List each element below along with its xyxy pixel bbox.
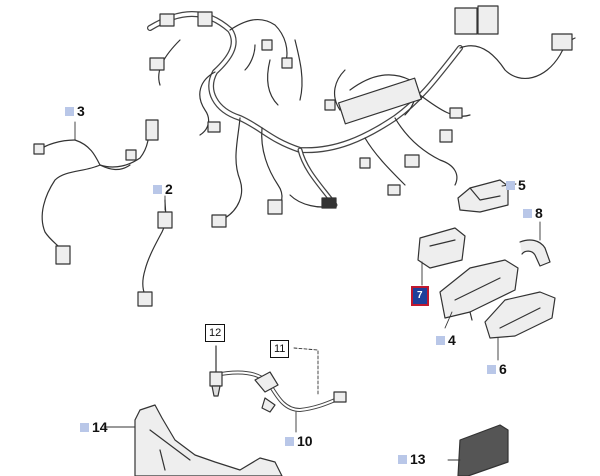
- bracket-part-7: [417, 227, 466, 269]
- callout-number: 6: [499, 361, 507, 377]
- callout-marker: [153, 184, 162, 194]
- bolt-part-12: [209, 345, 223, 397]
- callout-number: 5: [518, 177, 526, 193]
- callout-marker: [80, 422, 89, 432]
- callout-12: 12: [205, 324, 226, 342]
- callout-4: 4: [436, 333, 456, 347]
- harness-part-10: [213, 370, 347, 413]
- callout-number: 13: [410, 451, 426, 467]
- callout-5: 5: [506, 178, 526, 192]
- main-wiring-harness: [147, 5, 576, 228]
- callout-13: 13: [398, 452, 426, 466]
- callout-number: 2: [165, 181, 173, 197]
- callout-number: 10: [297, 433, 313, 449]
- cover-part-13: [457, 424, 509, 476]
- callout-marker: [506, 180, 515, 190]
- callout-marker: [523, 208, 532, 218]
- callout-marker: [436, 335, 445, 345]
- callout-7-highlighted[interactable]: 7: [411, 286, 429, 306]
- callout-number: 3: [77, 103, 85, 119]
- callout-10: 10: [285, 434, 313, 448]
- cover-part-6: [484, 291, 556, 339]
- leader-lines: [74, 121, 541, 461]
- callout-number: 7: [411, 286, 429, 306]
- callout-3: 3: [65, 104, 85, 118]
- harness-part-2: [137, 199, 173, 307]
- harness-part-3: [33, 119, 159, 265]
- callout-6: 6: [487, 362, 507, 376]
- dashed-leader-lines: [293, 347, 319, 395]
- bracket-part-5: [457, 179, 509, 213]
- callout-14: 14: [80, 420, 108, 434]
- callout-marker: [285, 436, 294, 446]
- callout-number: 14: [92, 419, 108, 435]
- callout-2: 2: [153, 182, 173, 196]
- callout-marker: [398, 454, 407, 464]
- callout-marker: [487, 364, 496, 374]
- callout-marker: [65, 106, 74, 116]
- bracket-part-14: [134, 404, 283, 476]
- callout-number: 4: [448, 332, 456, 348]
- clip-part-8: [519, 239, 551, 267]
- callout-8: 8: [523, 206, 543, 220]
- callout-11: 11: [270, 340, 290, 358]
- callout-number: 8: [535, 205, 543, 221]
- callout-number: 11: [274, 343, 286, 355]
- callout-number: 12: [209, 327, 222, 339]
- cover-part-4: [439, 259, 519, 321]
